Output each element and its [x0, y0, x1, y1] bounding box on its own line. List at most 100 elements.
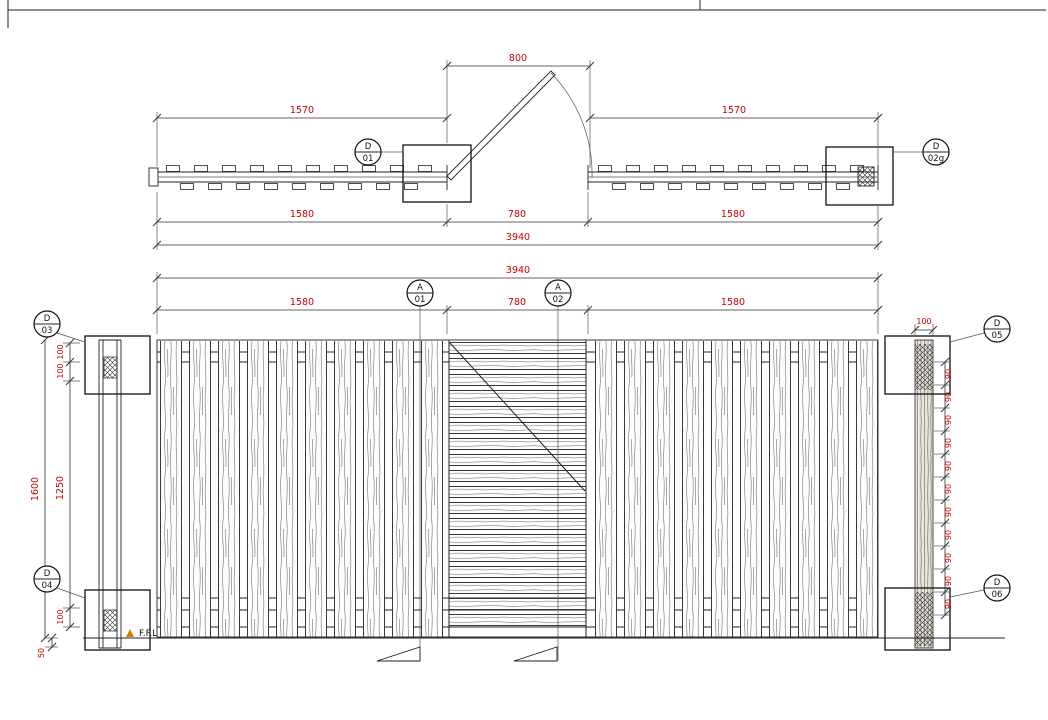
callout-d05-number: 05 [992, 331, 1003, 341]
elevation-slats-right [595, 341, 878, 637]
gate-brace-diagonal [449, 342, 586, 492]
callout-a02-letter: A [555, 283, 561, 293]
plan-slats-top-left [166, 165, 443, 172]
elevation-slats-left [160, 341, 443, 637]
left-post-hatch-top [103, 356, 118, 379]
dim-780-elev: 780 [508, 297, 526, 308]
dim-1580-left-plan: 1580 [290, 209, 314, 220]
dim-90: 90 [944, 576, 953, 586]
elevation-outline [156, 339, 879, 638]
callout-d04-letter: D [44, 569, 51, 579]
dim-90: 90 [944, 415, 953, 425]
callout-d03-letter: D [44, 314, 51, 324]
plan-gate [446, 70, 593, 181]
callout-d02g-letter: D [933, 142, 940, 152]
callout-a01-number: 01 [415, 295, 426, 305]
detail-box-d04 [84, 589, 151, 651]
right-post-strip [914, 339, 934, 649]
plan-slats-bottom-left [180, 183, 432, 190]
dim-90: 90 [944, 553, 953, 563]
plan-view: 800 1570 1570 1580 780 1580 3940 D 01 D … [148, 53, 950, 250]
elevation-dimension-lines [44, 277, 946, 647]
elevation-gate [448, 340, 587, 637]
callout-a02: A 02 [544, 279, 572, 307]
callout-d03-number: 03 [42, 326, 53, 336]
detail-box-d01 [402, 144, 472, 203]
callout-d04: D 04 [33, 565, 61, 593]
sheet-border [7, 0, 1046, 28]
plan-callouts: D 01 D 02g [354, 138, 950, 166]
plan-dimension-ticks [152, 61, 883, 250]
dim-800: 800 [509, 53, 527, 64]
dim-1570-left: 1570 [290, 105, 314, 116]
dim-90: 90 [944, 369, 953, 379]
dim-100-bottom: 100 [56, 609, 65, 624]
detail-box-d02 [825, 146, 894, 206]
section-arrow-a02 [513, 646, 558, 662]
plan-dimension-lines [157, 65, 878, 246]
plan-dimensions: 800 1570 1570 1580 780 1580 3940 [152, 53, 883, 250]
ground-level: F.F.L [83, 629, 1005, 639]
dim-100-top-outer: 100 [56, 344, 65, 359]
dim-100-right: 100 [916, 317, 931, 326]
left-post-detail [56, 332, 151, 651]
detail-box-d06 [884, 587, 951, 651]
callout-d05: D 05 [983, 315, 1011, 343]
dim-780-plan: 780 [508, 209, 526, 220]
dim-1570-right: 1570 [722, 105, 746, 116]
dim-90: 90 [944, 507, 953, 517]
plan-end-post-left [148, 167, 159, 187]
dim-50: 50 [37, 648, 46, 658]
right-post-hatch-top [915, 344, 933, 390]
plan-end-post-right [857, 166, 875, 187]
callout-a01-letter: A [417, 283, 423, 293]
gate-leaf [446, 70, 556, 181]
elevation-dimensions: 3940 1580 780 1580 1600 1250 100 100 100… [30, 265, 953, 658]
dim-3940-plan: 3940 [506, 232, 530, 243]
callout-d06-number: 06 [992, 590, 1003, 600]
dim-90: 90 [944, 599, 953, 609]
elevation-callouts: A 01 A 02 D 03 D 04 [33, 279, 1011, 602]
detail-box-d05 [884, 335, 951, 395]
callout-a02-number: 02 [553, 295, 564, 305]
section-lines [376, 306, 559, 662]
callout-d02g: D 02g [922, 138, 950, 166]
dim-1600: 1600 [30, 477, 41, 501]
dim-1580-left-elev: 1580 [290, 297, 314, 308]
right-post-hatch-bottom [915, 592, 933, 646]
callout-d01-number: 01 [363, 154, 374, 164]
callout-d05-letter: D [994, 319, 1001, 329]
dim-1250: 1250 [55, 476, 66, 500]
left-post-hatch-bottom [103, 609, 118, 632]
dim-1580-right-plan: 1580 [721, 209, 745, 220]
gate-swing-arc [550, 72, 593, 179]
dim-100-top-inner: 100 [56, 363, 65, 378]
dim-90: 90 [944, 438, 953, 448]
callout-a01: A 01 [406, 279, 434, 307]
callout-d01-letter: D [365, 142, 372, 152]
dim-90: 90 [944, 461, 953, 471]
plan-slats-bottom-right [612, 183, 850, 190]
dim-90: 90 [944, 392, 953, 402]
plan-slats-top-right [598, 165, 864, 172]
gate-planks [449, 342, 586, 630]
dim-3940-elev: 3940 [506, 265, 530, 276]
callout-d04-number: 04 [42, 581, 53, 591]
plan-fence-left [148, 165, 448, 190]
callout-d06: D 06 [983, 574, 1011, 602]
plan-detail-boxes [381, 144, 923, 206]
plan-extension-lines [156, 60, 879, 250]
callout-d02g-number: 02g [928, 154, 944, 164]
elevation-view: F.F.L [30, 265, 1011, 662]
plan-fence-right [587, 165, 879, 190]
ffl-label: F.F.L [139, 629, 157, 639]
ffl-marker-icon [126, 629, 134, 637]
callout-d06-letter: D [994, 578, 1001, 588]
section-arrow-a01 [376, 646, 421, 662]
dim-90-column: 90 90 90 90 90 90 90 90 90 90 90 [944, 369, 953, 609]
dim-90: 90 [944, 530, 953, 540]
callout-d03: D 03 [33, 310, 61, 338]
callout-d01: D 01 [354, 138, 382, 166]
dim-1580-right-elev: 1580 [721, 297, 745, 308]
